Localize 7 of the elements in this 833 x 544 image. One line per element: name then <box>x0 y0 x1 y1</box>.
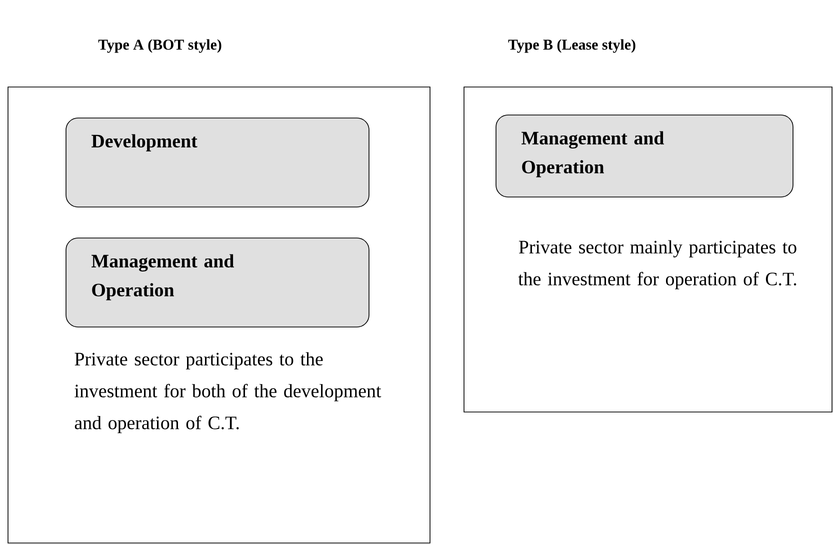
stage-box: Management and Operation <box>496 114 794 198</box>
description-text: Private sector mainly participates to the investment for operation of C.T. <box>518 240 796 290</box>
panel-heading: Type B (Lease style) <box>508 39 636 53</box>
panel-heading: Type A (BOT style) <box>98 39 222 53</box>
stage-box: Management and Operation <box>66 238 370 328</box>
description-text: Private sector participates to the investment for both of the development and operation of C.T. <box>74 352 382 434</box>
stage-box: Development <box>66 118 370 208</box>
